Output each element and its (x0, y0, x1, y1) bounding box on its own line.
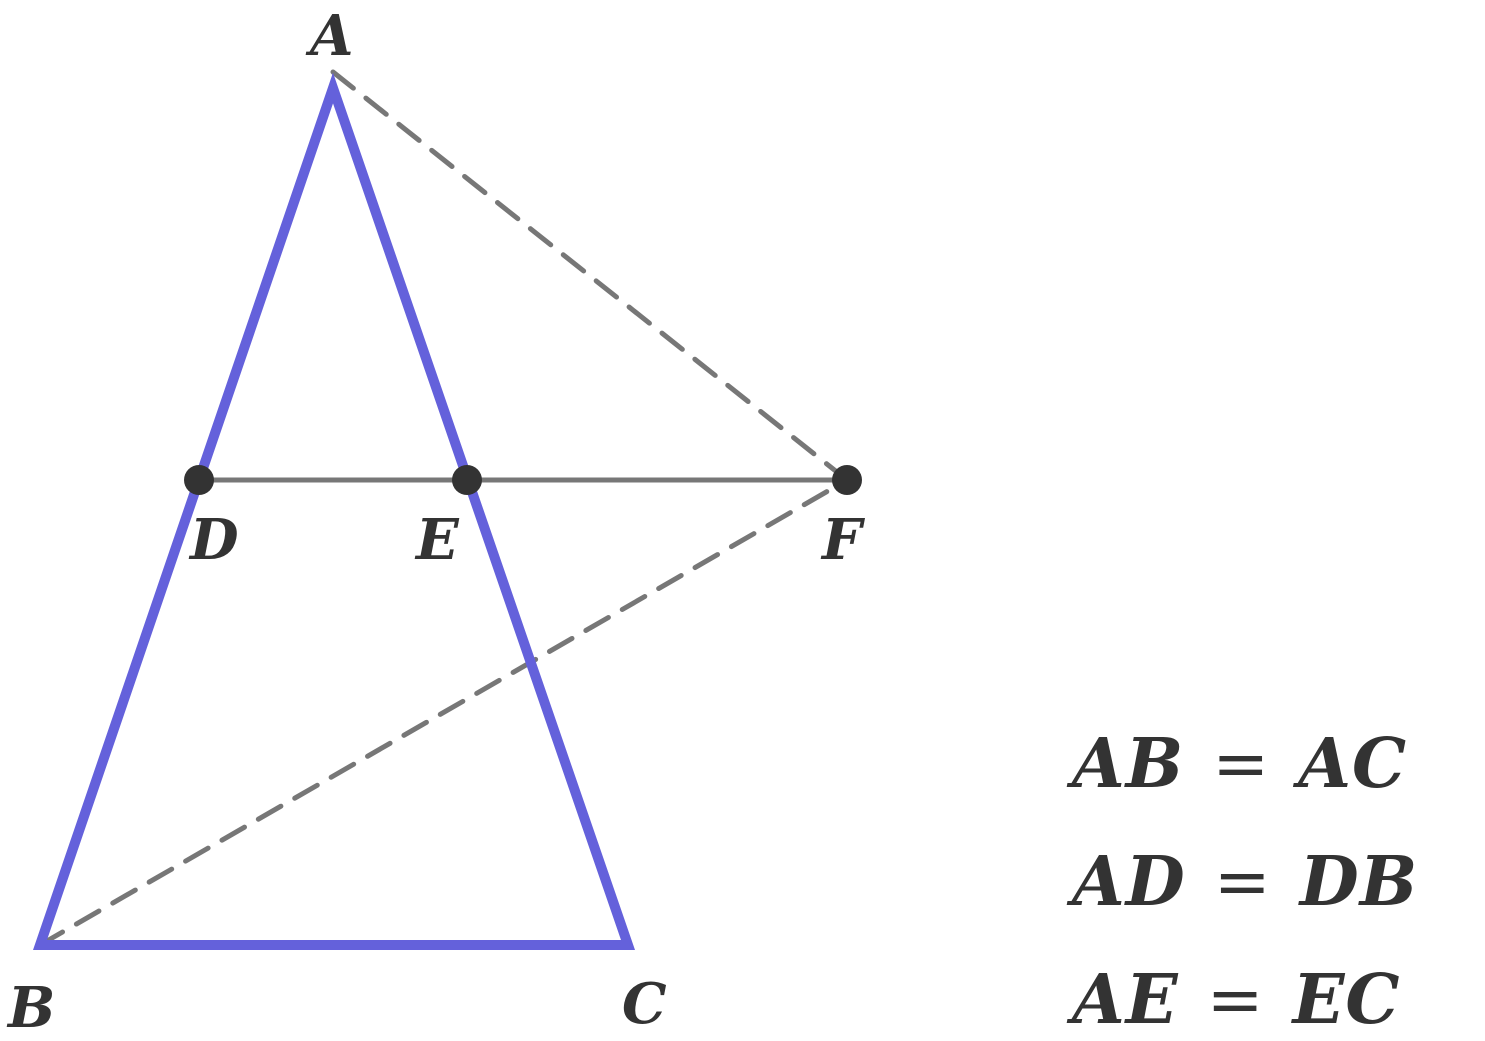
equals-sign: = (1213, 843, 1272, 922)
equation-ad-db: AD=DB (1072, 848, 1418, 917)
dashed-segment-af (330, 69, 850, 483)
equation-left: AE (1072, 960, 1179, 1040)
equation-right: EC (1292, 960, 1401, 1040)
equation-ab-ac: AB=AC (1072, 730, 1407, 799)
equation-right: AC (1298, 724, 1408, 804)
equation-right: DB (1299, 842, 1419, 922)
label-a: A (310, 3, 354, 69)
equation-left: AB (1072, 724, 1185, 804)
dashed-segment-bf (37, 477, 850, 948)
point-e (452, 465, 482, 495)
triangle-abc (33, 72, 636, 950)
equals-sign: = (1206, 961, 1265, 1040)
label-d: D (190, 507, 239, 573)
label-f: F (822, 507, 862, 573)
point-d (184, 465, 214, 495)
label-b: B (8, 975, 56, 1041)
label-c: C (622, 971, 667, 1037)
label-e: E (416, 507, 459, 573)
equation-ae-ec: AE=EC (1072, 966, 1401, 1035)
point-f (832, 465, 862, 495)
equation-left: AD (1072, 842, 1186, 922)
equals-sign: = (1212, 725, 1271, 804)
